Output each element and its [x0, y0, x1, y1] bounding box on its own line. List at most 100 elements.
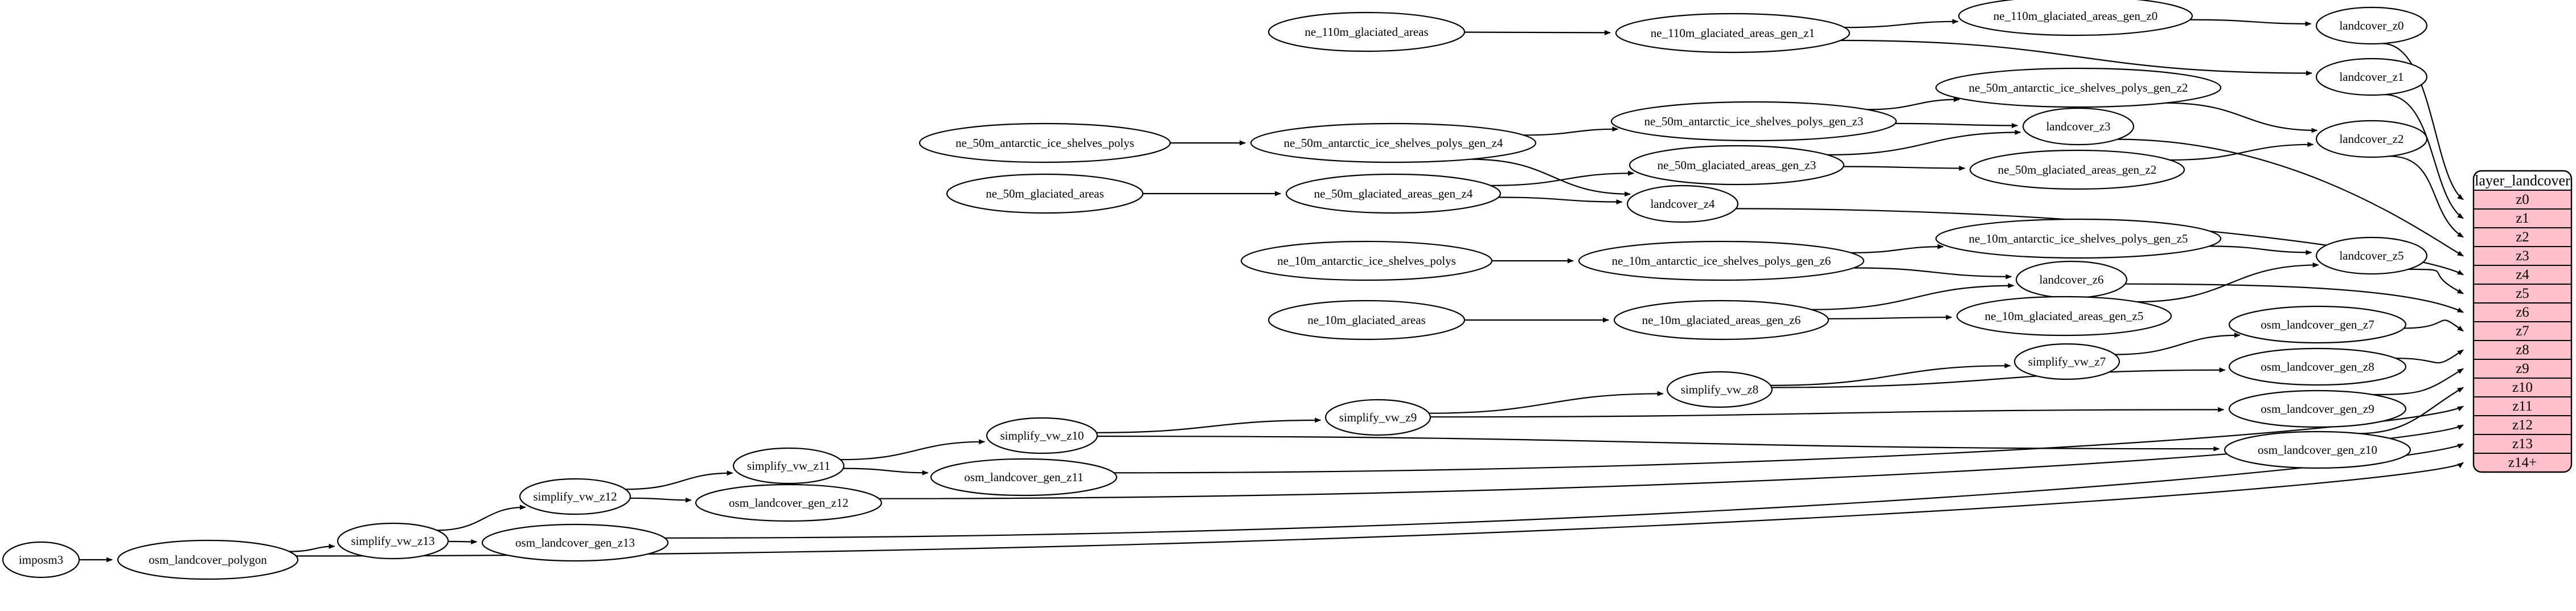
graph-node-ne_50m_glaciated_areas_gen_z3[interactable]: ne_50m_glaciated_areas_gen_z3 [1629, 145, 1845, 186]
node-label: landcover_z6 [2039, 273, 2103, 286]
node-label: landcover_z2 [2339, 132, 2403, 146]
node-ellipse [2228, 347, 2407, 386]
graph-edge [664, 443, 2464, 539]
node-ellipse [1285, 173, 1502, 214]
graph-node-simplify_vw_z8[interactable]: simplify_vw_z8 [1666, 371, 1773, 408]
graph-node-osm_landcover_gen_z10[interactable]: osm_landcover_gen_z10 [2224, 430, 2411, 469]
graph-node-simplify_vw_z7[interactable]: simplify_vw_z7 [2013, 343, 2120, 380]
node-label: osm_landcover_gen_z11 [964, 470, 1083, 484]
graph-edge [1498, 196, 1623, 205]
graph-node-ne_110m_glaciated_areas[interactable]: ne_110m_glaciated_areas [1268, 11, 1466, 52]
graph-edge [2395, 349, 2464, 364]
table-row-label-z12[interactable]: z12 [2512, 417, 2533, 433]
graph-node-ne_50m_antarctic_ice_shelves_polys_gen_z4[interactable]: ne_50m_antarctic_ice_shelves_polys_gen_z… [1250, 122, 1537, 163]
node-ellipse [2315, 236, 2428, 275]
graph-node-ne_10m_glaciated_areas[interactable]: ne_10m_glaciated_areas [1268, 300, 1466, 341]
graph-node-ne_50m_glaciated_areas_gen_z4[interactable]: ne_50m_glaciated_areas_gen_z4 [1285, 173, 1502, 214]
table-node-layer_landcover: layer_landcoverz0z1z2z3z4z5z6z7z8z9z10z1… [2472, 170, 2573, 473]
graph-node-osm_landcover_gen_z7[interactable]: osm_landcover_gen_z7 [2228, 305, 2407, 344]
graph-node-simplify_vw_z9[interactable]: simplify_vw_z9 [1324, 399, 1431, 436]
graph-edge [625, 470, 733, 490]
graph-edge [1464, 30, 1611, 35]
graph-edge [1490, 170, 1635, 186]
node-label: ne_110m_glaciated_areas [1305, 25, 1428, 39]
graph-node-landcover_z1[interactable]: landcover_z1 [2315, 58, 2428, 96]
node-label: imposm3 [19, 553, 63, 567]
graph-node-osm_landcover_gen_z9[interactable]: osm_landcover_gen_z9 [2228, 389, 2407, 428]
graph-node-ne_50m_glaciated_areas_gen_z2[interactable]: ne_50m_glaciated_areas_gen_z2 [1969, 149, 2185, 190]
table-row-label-z9[interactable]: z9 [2516, 361, 2529, 376]
table-row [2474, 246, 2571, 266]
node-ellipse [117, 539, 299, 580]
graph-node-landcover_z4[interactable]: landcover_z4 [1626, 184, 1739, 223]
table-row-label-z13[interactable]: z13 [2512, 436, 2533, 452]
graph-node-imposm3[interactable]: imposm3 [2, 541, 80, 579]
node-ellipse [2315, 120, 2428, 158]
graph-edge [2165, 102, 2318, 133]
table-row-label-z10[interactable]: z10 [2512, 380, 2533, 395]
graph-node-osm_landcover_gen_z8[interactable]: osm_landcover_gen_z8 [2228, 347, 2407, 386]
table-row-label-z8[interactable]: z8 [2516, 342, 2529, 358]
graph-node-landcover_z2[interactable]: landcover_z2 [2315, 120, 2428, 158]
node-ellipse [1250, 122, 1537, 163]
graph-node-ne_50m_glaciated_areas[interactable]: ne_50m_glaciated_areas [946, 173, 1144, 214]
graph-edge [1430, 407, 2225, 418]
graph-edge [2372, 368, 2464, 396]
graph-edge [1840, 39, 2312, 76]
node-ellipse [986, 417, 1098, 454]
graph-edge [1770, 363, 2011, 386]
graph-node-landcover_z5[interactable]: landcover_z5 [2315, 236, 2428, 275]
node-ellipse [2013, 343, 2120, 380]
table-row-label-z2[interactable]: z2 [2516, 229, 2529, 245]
node-label: ne_50m_antarctic_ice_shelves_polys_gen_z… [1969, 81, 2188, 95]
node-label: ne_50m_antarctic_ice_shelves_polys_gen_z… [1644, 114, 1864, 128]
graph-edge [1844, 19, 1959, 28]
graph-node-simplify_vw_z12[interactable]: simplify_vw_z12 [519, 478, 631, 515]
graph-node-simplify_vw_z10[interactable]: simplify_vw_z10 [986, 417, 1098, 454]
node-ellipse [337, 522, 449, 560]
table-row-label-z0[interactable]: z0 [2516, 192, 2529, 207]
table-row-label-z5[interactable]: z5 [2516, 286, 2529, 301]
node-ellipse [1268, 300, 1466, 341]
graph-edge [1096, 417, 1322, 433]
graph-node-landcover_z6[interactable]: landcover_z6 [2015, 260, 2128, 299]
graph-edge [1771, 367, 2226, 388]
graph-node-ne_10m_glaciated_areas_gen_z6[interactable]: ne_10m_glaciated_areas_gen_z6 [1613, 300, 1830, 341]
graph-node-ne_50m_antarctic_ice_shelves_polys[interactable]: ne_50m_antarctic_ice_shelves_polys [918, 122, 1171, 163]
graph-node-osm_landcover_polygon[interactable]: osm_landcover_polygon [117, 539, 299, 580]
graph-node-ne_110m_glaciated_areas_gen_z1[interactable]: ne_110m_glaciated_areas_gen_z1 [1615, 13, 1851, 54]
node-label: ne_50m_glaciated_areas_gen_z2 [1998, 163, 2157, 177]
graph-edge [843, 468, 929, 475]
table-row-label-z14+[interactable]: z14+ [2508, 455, 2537, 470]
table-row-label-z3[interactable]: z3 [2516, 248, 2529, 264]
graph-node-ne_10m_antarctic_ice_shelves_polys[interactable]: ne_10m_antarctic_ice_shelves_polys [1240, 240, 1493, 281]
graph-node-landcover_z0[interactable]: landcover_z0 [2315, 6, 2428, 45]
table-row-label-z6[interactable]: z6 [2516, 305, 2529, 320]
graph-edge [1843, 165, 1966, 171]
graph-node-ne_50m_antarctic_ice_shelves_polys_gen_z3[interactable]: ne_50m_antarctic_ice_shelves_polys_gen_z… [1610, 101, 1897, 142]
graph-node-osm_landcover_gen_z11[interactable]: osm_landcover_gen_z11 [930, 458, 1118, 497]
graph-node-osm_landcover_gen_z12[interactable]: osm_landcover_gen_z12 [695, 483, 883, 522]
node-label: ne_50m_glaciated_areas [986, 187, 1104, 200]
node-ellipse [946, 173, 1144, 214]
table-row-label-z11[interactable]: z11 [2512, 399, 2532, 414]
graph-node-ne_10m_antarctic_ice_shelves_polys_gen_z5[interactable]: ne_10m_antarctic_ice_shelves_polys_gen_z… [1935, 218, 2222, 259]
table-row-label-z4[interactable]: z4 [2516, 267, 2529, 282]
graph-node-simplify_vw_z13[interactable]: simplify_vw_z13 [337, 522, 449, 560]
table-row-label-z1[interactable]: z1 [2516, 211, 2529, 226]
node-ellipse [481, 523, 669, 562]
table-row-label-z7[interactable]: z7 [2516, 323, 2529, 339]
graph-edge [1827, 129, 2021, 155]
graph-node-osm_landcover_gen_z13[interactable]: osm_landcover_gen_z13 [481, 523, 669, 562]
node-ellipse [1935, 67, 2222, 108]
node-ellipse [1240, 240, 1493, 281]
graph-node-ne_50m_antarctic_ice_shelves_polys_gen_z2[interactable]: ne_50m_antarctic_ice_shelves_polys_gen_z… [1935, 67, 2222, 108]
graph-edge [1867, 97, 1960, 110]
graph-node-simplify_vw_z11[interactable]: simplify_vw_z11 [732, 447, 845, 485]
graph-node-ne_10m_glaciated_areas_gen_z5[interactable]: ne_10m_glaciated_areas_gen_z5 [1956, 296, 2172, 337]
graph-node-landcover_z3[interactable]: landcover_z3 [2022, 107, 2135, 146]
graph-node-ne_110m_glaciated_areas_gen_z0[interactable]: ne_110m_glaciated_areas_gen_z0 [1958, 0, 2193, 36]
graph-edge [840, 439, 986, 461]
graph-node-ne_10m_antarctic_ice_shelves_polys_gen_z6[interactable]: ne_10m_antarctic_ice_shelves_polys_gen_z… [1578, 240, 1865, 281]
node-label: simplify_vw_z10 [1000, 429, 1084, 442]
